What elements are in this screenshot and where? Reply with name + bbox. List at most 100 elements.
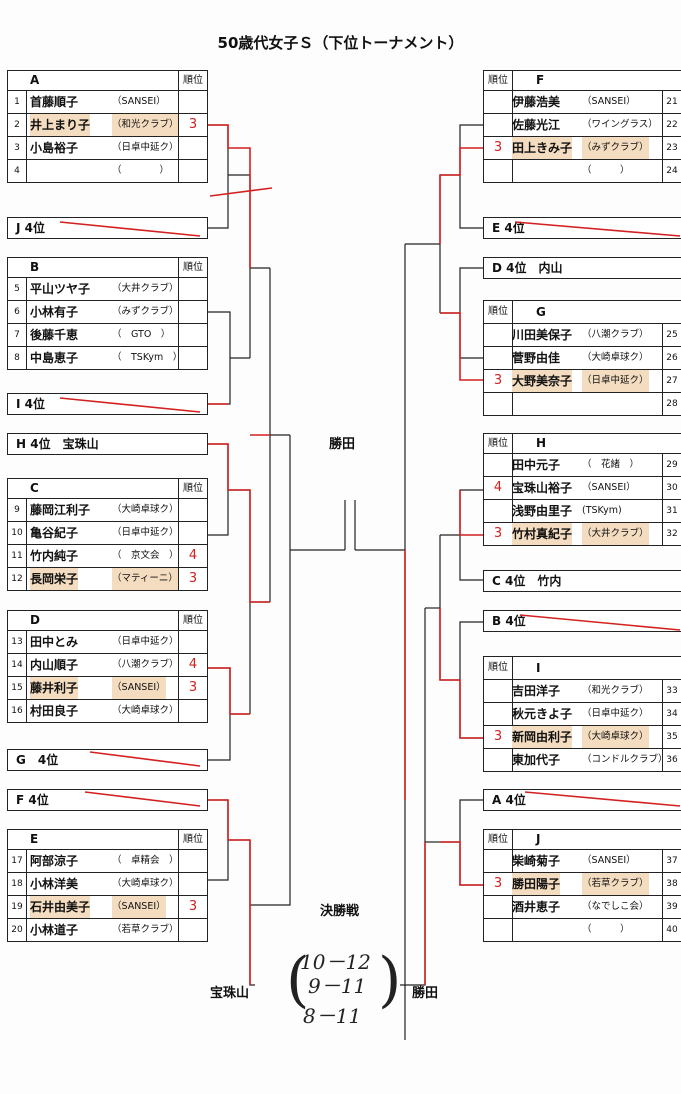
player-rank: [484, 324, 513, 346]
player-club: (TSKym): [582, 505, 622, 516]
player-club: （マティーニ）: [112, 568, 178, 590]
player-rank: 3: [178, 677, 207, 699]
player-rank: [178, 301, 207, 323]
final-score-1: 10－12: [300, 950, 371, 974]
player-club: （ 卓精会 ）: [112, 855, 179, 866]
player-no: 33: [662, 680, 681, 702]
player-no: 22: [662, 114, 681, 136]
player-club: （ ）: [112, 165, 170, 176]
rank-header: 順位: [484, 434, 513, 453]
rank-header: 順位: [178, 479, 207, 498]
player-club: （日卓中延ク）: [112, 636, 179, 647]
player-name: 後藤千恵: [30, 328, 79, 342]
rank-header: 順位: [178, 611, 207, 630]
player-name: 吉田洋子: [512, 684, 561, 698]
player-name: 大野美奈子: [512, 370, 573, 392]
group-label: B: [30, 260, 40, 274]
player-club: （ ）: [582, 924, 630, 935]
player-no: 8: [8, 347, 27, 369]
rank-header: 順位: [484, 830, 513, 849]
group-label: E: [30, 832, 39, 846]
slot-a4: A 4位: [483, 789, 681, 811]
player-rank: 3: [484, 523, 513, 545]
player-name: 宝珠山裕子: [512, 481, 573, 495]
player-no: 36: [662, 749, 681, 771]
player-name: 川田美保子: [512, 328, 573, 342]
player-rank: [178, 873, 207, 895]
group-label: D: [30, 613, 40, 627]
player-no: 25: [662, 324, 681, 346]
player-club: （SANSEI）: [112, 896, 166, 918]
slot-c4: C 4位 竹内: [483, 570, 681, 592]
player-name: 長岡栄子: [30, 568, 79, 590]
player-no: 27: [662, 370, 681, 392]
player-no: 16: [8, 700, 27, 722]
player-no: 4: [8, 160, 27, 182]
player-club: （ ）: [582, 165, 630, 176]
player-rank: 3: [484, 370, 513, 392]
player-club: （大崎卓球ク）: [112, 878, 179, 889]
slot-d4: D 4位 内山: [483, 257, 681, 279]
rank-header: 順位: [178, 71, 207, 90]
player-club: （若草クラブ）: [582, 873, 649, 895]
slot-g4: G 4位: [7, 749, 208, 771]
player-rank: [178, 919, 207, 941]
player-club: （SANSEI）: [112, 677, 166, 699]
player-club: （大崎卓球ク）: [582, 726, 649, 748]
player-club: （大崎卓球ク）: [582, 352, 649, 363]
slot-i4: I 4位: [7, 393, 208, 415]
player-club: （和光クラブ）: [112, 114, 179, 136]
player-no: 24: [662, 160, 681, 182]
player-club: （ワイングラス）: [582, 119, 658, 130]
group-label: I: [536, 661, 541, 675]
rank-header: 順位: [484, 301, 513, 323]
player-no: 26: [662, 347, 681, 369]
player-rank: 4: [178, 545, 207, 567]
player-no: 14: [8, 654, 27, 676]
final-right-player: 勝田: [412, 986, 439, 1001]
slot-e4: E 4位: [483, 217, 681, 239]
player-rank: [178, 160, 207, 182]
player-club: （大崎卓球ク）: [112, 705, 179, 716]
group-label: H: [536, 436, 547, 450]
player-no: 34: [662, 703, 681, 725]
player-no: 7: [8, 324, 27, 346]
player-name: 秋元きよ子: [512, 707, 573, 721]
player-name: 菅野由佳: [512, 351, 561, 365]
player-name: 亀谷紀子: [30, 526, 79, 540]
player-name: 井上まり子: [30, 114, 91, 136]
player-name: 小林道子: [30, 923, 79, 937]
player-rank: [484, 919, 513, 941]
player-rank: 3: [484, 726, 513, 748]
player-name: 東加代子: [512, 753, 561, 767]
player-name: 酒井恵子: [512, 900, 561, 914]
player-club: （SANSEI）: [582, 96, 636, 107]
player-club: （SANSEI）: [112, 96, 166, 107]
final-left-player: 宝珠山: [210, 986, 250, 1001]
rank-header: 順位: [178, 258, 207, 277]
slot-h4: H 4位 宝珠山: [7, 433, 208, 455]
group-label: A: [30, 73, 40, 87]
player-club: （若草クラブ）: [112, 924, 179, 935]
player-rank: [178, 278, 207, 300]
player-rank: 3: [484, 873, 513, 895]
player-rank: [178, 850, 207, 872]
player-rank: [484, 703, 513, 725]
player-club: （ 京文会 ）: [112, 550, 179, 561]
player-name: 藤岡江利子: [30, 503, 91, 517]
player-rank: [484, 500, 513, 522]
player-no: 20: [8, 919, 27, 941]
player-rank: 3: [484, 137, 513, 159]
player-rank: [178, 324, 207, 346]
player-name: 伊藤浩美: [512, 95, 561, 109]
player-rank: 3: [178, 114, 207, 136]
player-name: 首藤順子: [30, 95, 79, 109]
player-name: 佐藤光江: [512, 118, 561, 132]
player-rank: [178, 91, 207, 113]
player-name: 石井由美子: [30, 896, 91, 918]
